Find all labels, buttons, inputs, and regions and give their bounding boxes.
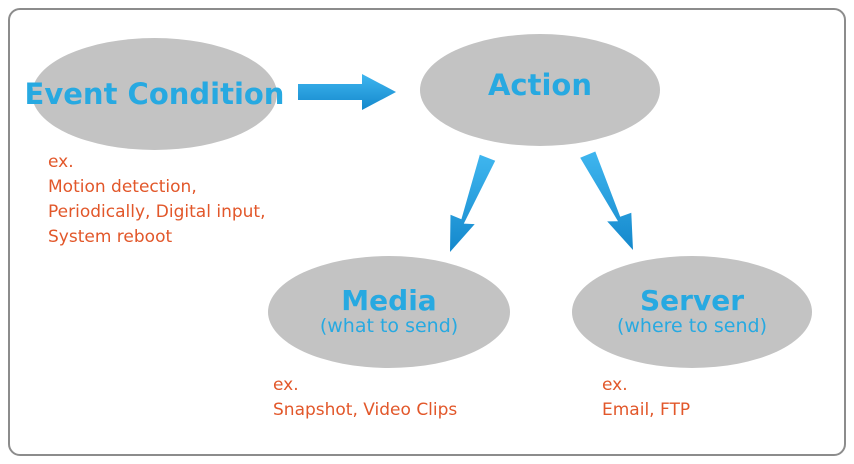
arrow-action-to-server	[580, 151, 633, 250]
arrow-action-to-media	[450, 154, 496, 252]
example-line: ex.	[273, 375, 299, 395]
arrow-event-to-action	[298, 74, 396, 110]
media-node: Media (what to send)	[268, 256, 510, 368]
media-title: Media	[341, 283, 437, 317]
media-subtitle: (what to send)	[319, 315, 459, 338]
action-title: Action	[487, 67, 592, 102]
example-line: Email, FTP	[602, 400, 691, 420]
action-node: Action	[420, 34, 660, 146]
example-line: ex.	[48, 152, 74, 172]
server-examples: ex. Email, FTP	[602, 373, 690, 423]
server-title: Server	[639, 283, 744, 317]
event-condition-title: Event Condition	[24, 76, 285, 111]
server-subtitle: (where to send)	[616, 315, 768, 338]
example-line: Snapshot, Video Clips	[273, 400, 458, 420]
example-line: Periodically, Digital input,	[48, 202, 266, 222]
server-node: Server (where to send)	[572, 256, 812, 368]
example-line: ex.	[602, 375, 628, 395]
example-line: System reboot	[48, 227, 173, 247]
media-examples: ex. Snapshot, Video Clips	[273, 373, 457, 423]
example-line: Motion detection,	[48, 177, 197, 197]
event-condition-examples: ex. Motion detection, Periodically, Digi…	[48, 150, 265, 250]
event-condition-node: Event Condition	[25, 38, 284, 150]
